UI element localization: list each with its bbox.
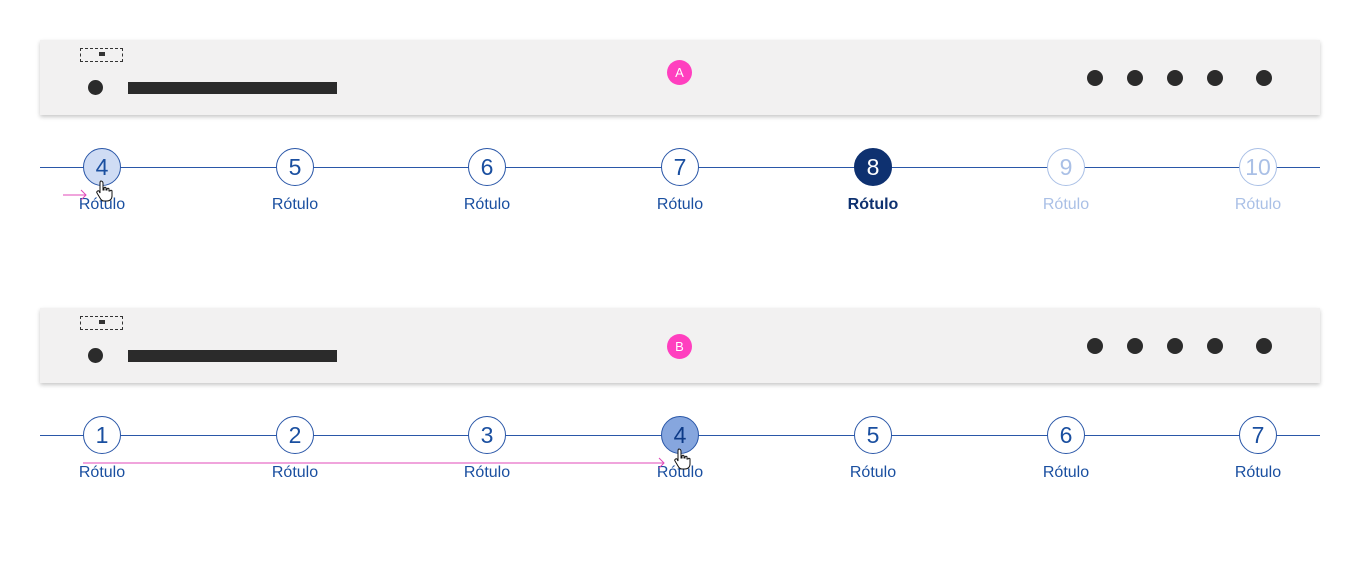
action-icon-3[interactable] xyxy=(1167,338,1183,354)
annotation-marker-b: B xyxy=(667,334,692,359)
step-label: Rótulo xyxy=(463,196,511,213)
hand-cursor-icon xyxy=(96,180,113,202)
action-icon-1[interactable] xyxy=(1087,70,1103,86)
step-number-circle[interactable]: 8 xyxy=(854,148,892,186)
menu-icon[interactable] xyxy=(88,348,103,363)
step-label: Rótulo xyxy=(1234,464,1282,481)
step-number-circle[interactable]: 4 xyxy=(661,416,699,454)
step-number-circle[interactable]: 3 xyxy=(468,416,506,454)
action-icon-2[interactable] xyxy=(1127,338,1143,354)
action-icon-5[interactable] xyxy=(1256,70,1272,86)
step-number-circle[interactable]: 5 xyxy=(854,416,892,454)
step-label: Rótulo xyxy=(78,196,126,213)
logo-placeholder xyxy=(80,316,123,330)
step-number-circle: 9 xyxy=(1047,148,1085,186)
step-label: Rótulo xyxy=(847,196,899,213)
scroll-arrow-annotation-a xyxy=(63,189,87,201)
step-number-circle[interactable]: 6 xyxy=(468,148,506,186)
step-number-circle[interactable]: 6 xyxy=(1047,416,1085,454)
step-label: Rótulo xyxy=(656,196,704,213)
title-placeholder xyxy=(128,82,337,94)
step-number-circle[interactable]: 2 xyxy=(276,416,314,454)
action-icon-1[interactable] xyxy=(1087,338,1103,354)
scroll-arrow-annotation-b xyxy=(83,457,665,469)
step-label: Rótulo xyxy=(271,196,319,213)
action-icon-4[interactable] xyxy=(1207,70,1223,86)
action-icon-2[interactable] xyxy=(1127,70,1143,86)
step-label: Rótulo xyxy=(271,464,319,481)
step-number-circle[interactable]: 5 xyxy=(276,148,314,186)
step-label: Rótulo xyxy=(656,464,704,481)
title-placeholder xyxy=(128,350,337,362)
header-b: B xyxy=(40,308,1320,383)
logo-placeholder xyxy=(80,48,123,62)
step-label: Rótulo xyxy=(1042,196,1090,213)
annotation-marker-a: A xyxy=(667,60,692,85)
hand-cursor-icon xyxy=(674,448,691,470)
step-label: Rótulo xyxy=(849,464,897,481)
step-label: Rótulo xyxy=(1042,464,1090,481)
step-number-circle: 10 xyxy=(1239,148,1277,186)
step-number-circle[interactable]: 1 xyxy=(83,416,121,454)
step-number-circle[interactable]: 7 xyxy=(1239,416,1277,454)
action-icon-5[interactable] xyxy=(1256,338,1272,354)
step-number-circle[interactable]: 7 xyxy=(661,148,699,186)
action-icon-3[interactable] xyxy=(1167,70,1183,86)
action-icon-4[interactable] xyxy=(1207,338,1223,354)
step-label: Rótulo xyxy=(1234,196,1282,213)
step-label: Rótulo xyxy=(463,464,511,481)
header-a: A xyxy=(40,40,1320,115)
menu-icon[interactable] xyxy=(88,80,103,95)
step-label: Rótulo xyxy=(78,464,126,481)
step-number-circle[interactable]: 4 xyxy=(83,148,121,186)
